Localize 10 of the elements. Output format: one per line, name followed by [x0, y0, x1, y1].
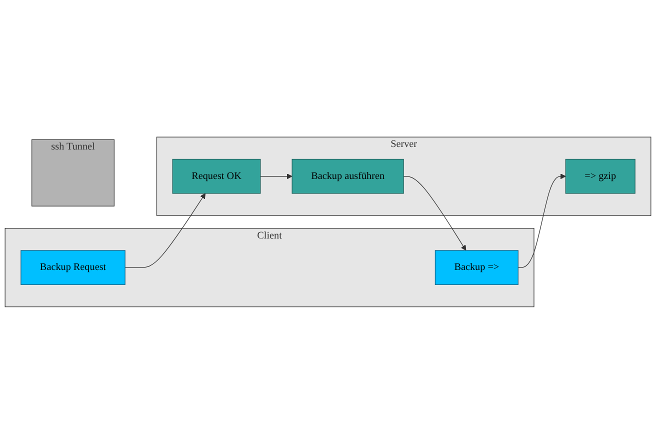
node-box: ssh Tunnel: [32, 138, 114, 206]
arrow: [124, 192, 206, 268]
node-box: Request OK: [172, 158, 261, 194]
node-box: Backup =>: [434, 250, 518, 285]
node-box: => gzip: [565, 158, 636, 194]
arrow: [260, 173, 292, 179]
arrow: [403, 176, 466, 250]
node-box: Backup Request: [20, 250, 126, 285]
arrow: [518, 173, 566, 268]
node-box: Backup ausführen: [292, 158, 404, 194]
